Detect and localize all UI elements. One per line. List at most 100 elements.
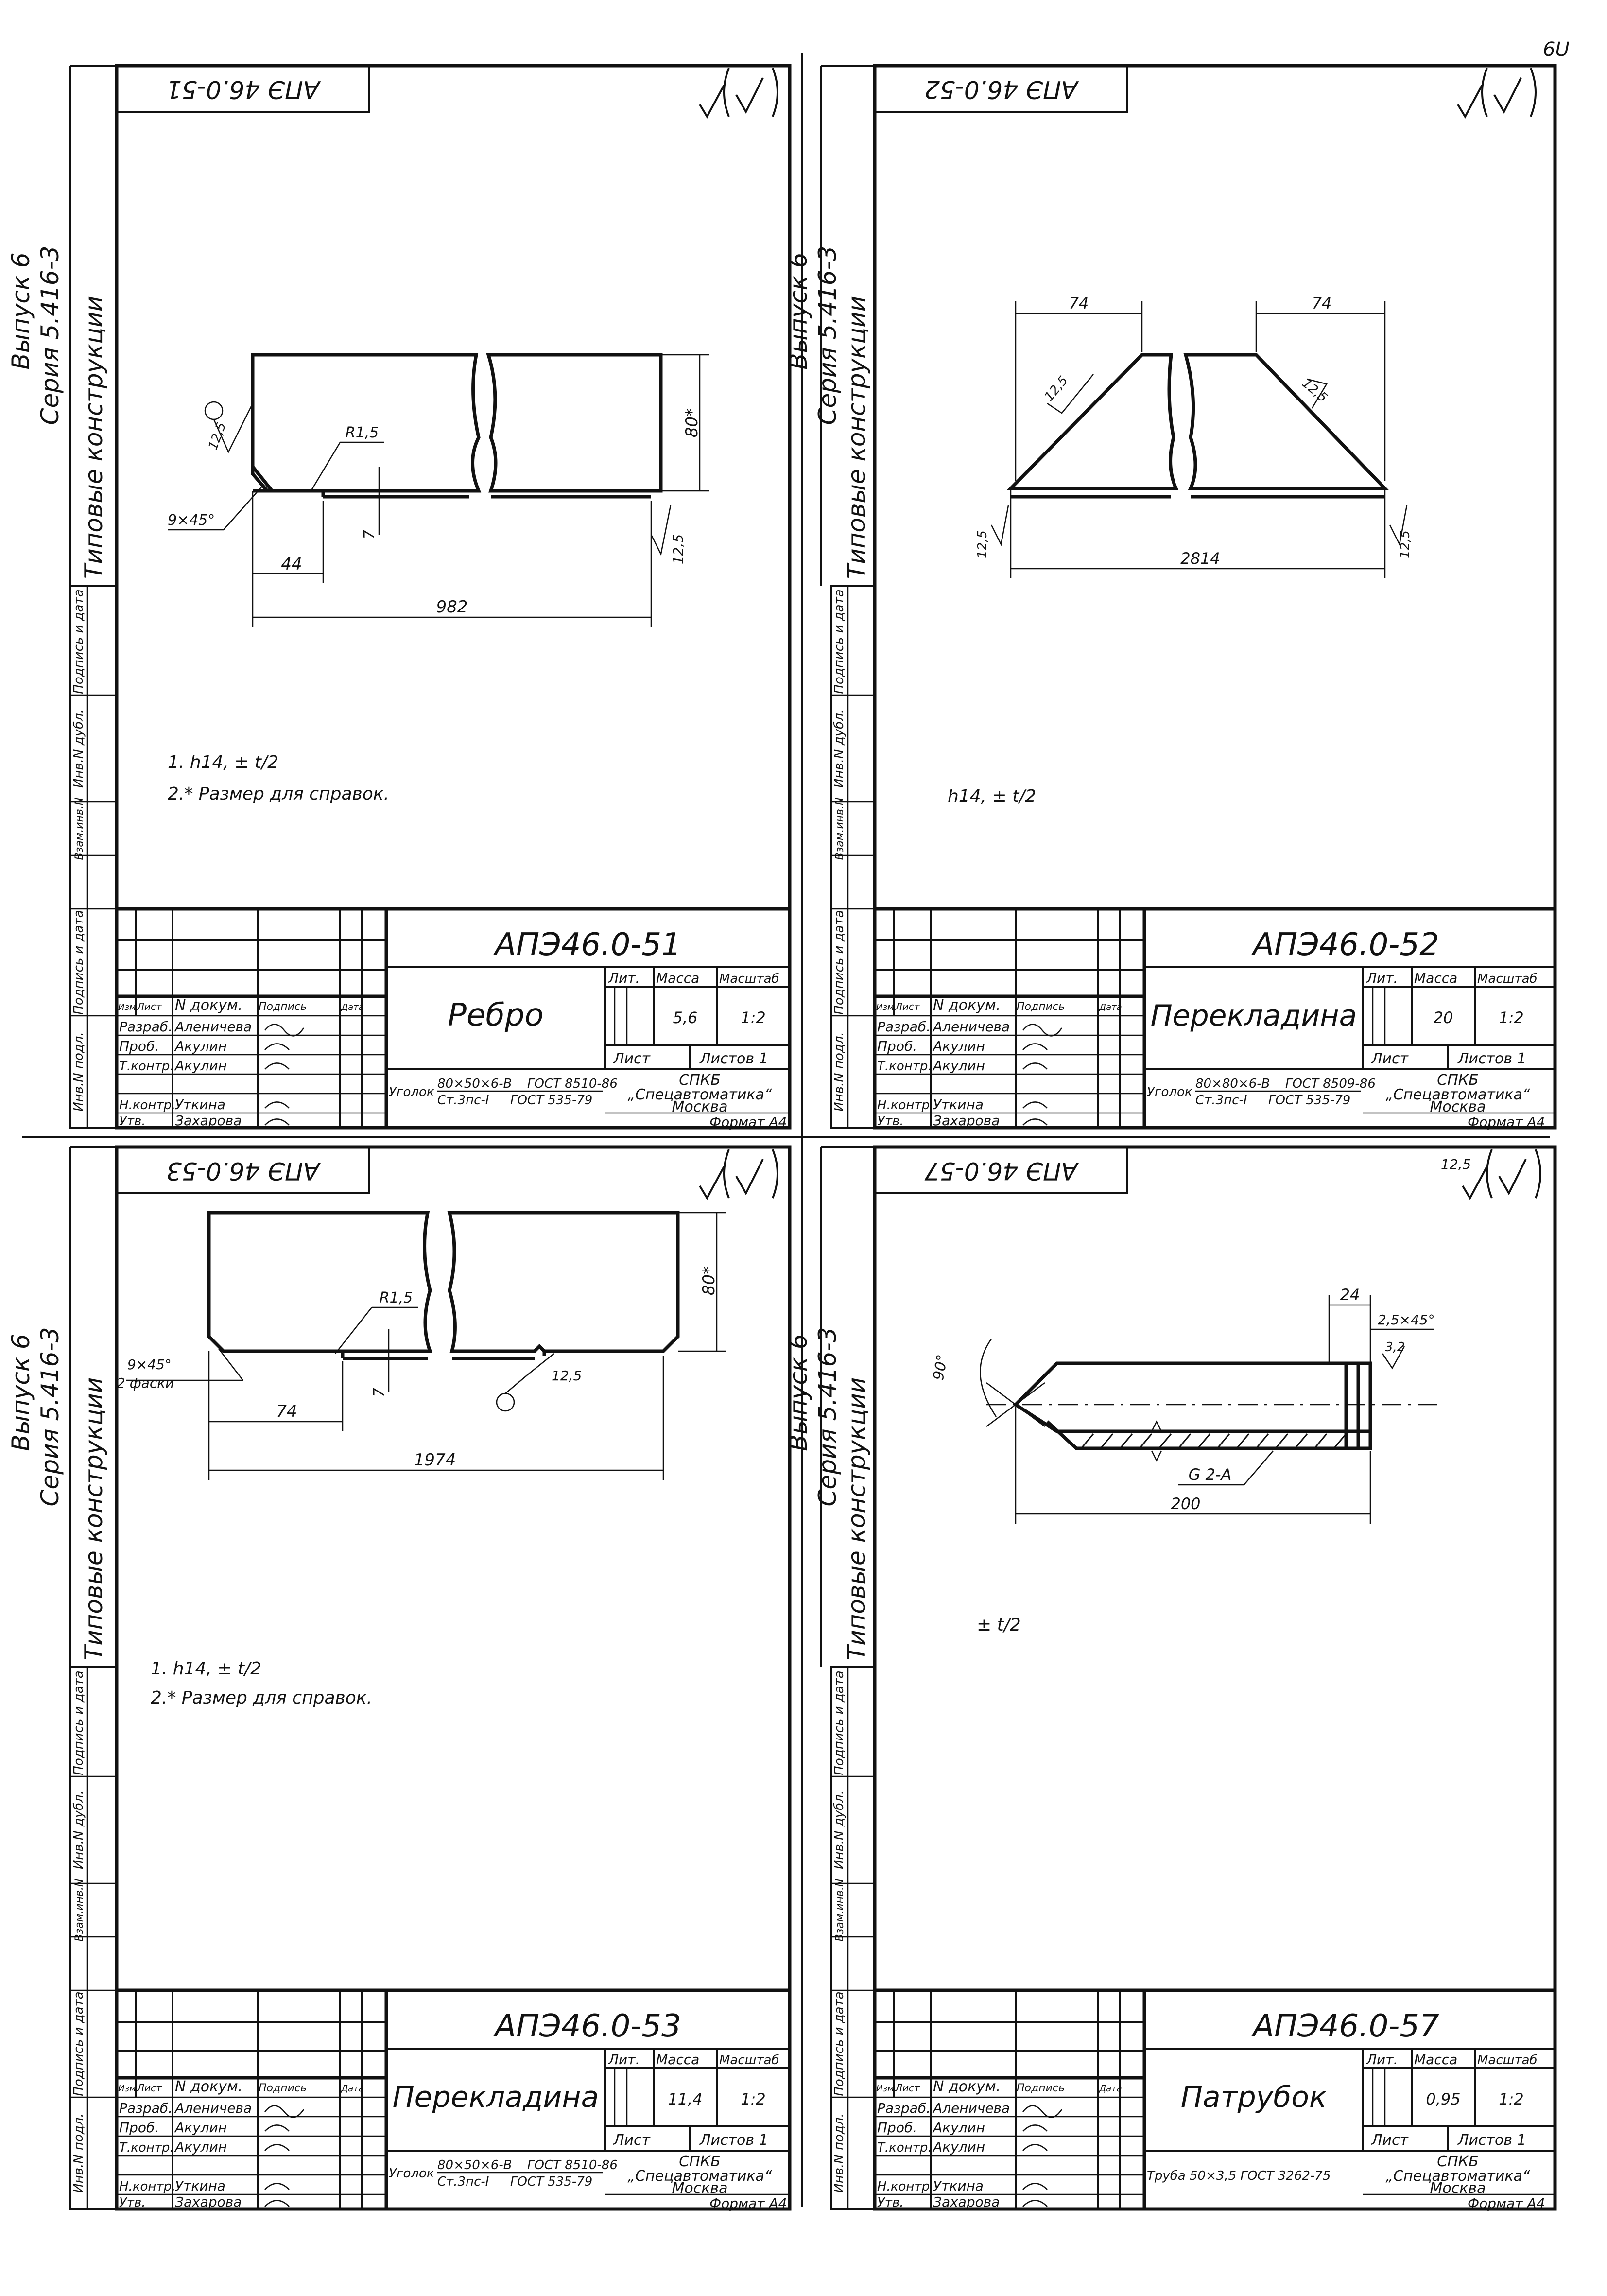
stamp-role: Утв.: [877, 2195, 904, 2210]
material: ГОСТ 535-79: [510, 1093, 592, 1108]
material: Труба 50×3,5 ГОСТ 3262-75: [1147, 2169, 1331, 2183]
dim-chamfer: 9×45°: [168, 512, 215, 529]
note-2: 2.* Размер для справок.: [151, 1688, 372, 1708]
sheet-title: Перекладина: [393, 2080, 599, 2114]
stamp-role: Н.контр.: [119, 2179, 175, 2194]
margin-kind: Типовые конструкции: [80, 296, 108, 579]
quadrant-3: АПЭ 46.0-53 Серия 5.416-3 Выпуск 6 Типов…: [7, 1145, 792, 2211]
margin-cell: Инв.N дубл.: [71, 1791, 86, 1869]
margin-cell: Взам.инв.N: [73, 1879, 86, 1942]
stamp-org: „Спецавтоматика“: [628, 1086, 772, 1103]
stamp-org: Москва: [1430, 1098, 1486, 1115]
rough: 12,5: [975, 530, 990, 558]
hatching: [1080, 1433, 1347, 1449]
stamp-header: Лист: [895, 2082, 920, 2094]
note-2: 2.* Размер для справок.: [168, 784, 389, 804]
stamp-mass-label: Масса: [656, 2052, 699, 2068]
stamp-org: „Спецавтоматика“: [1386, 2168, 1530, 2185]
stamp-header: Изм.: [876, 2084, 897, 2094]
sheet-title: Патрубок: [1181, 2080, 1327, 2114]
stamp-header: Лист: [137, 1001, 162, 1012]
dim-7: 7: [361, 530, 378, 539]
sheet-mass: 11,4: [668, 2090, 702, 2108]
weld-label: G 2-А: [1189, 1465, 1232, 1484]
stamp-person: Захарова: [933, 1113, 1000, 1129]
stamp-org: Москва: [672, 2180, 728, 2197]
stamp-header: Подпись: [1017, 1001, 1065, 1013]
part-drawing-52: 2814 74 74 12,5 12,5 12,5 12,5: [975, 294, 1413, 578]
material: Ст.3пс-I: [1195, 1093, 1247, 1108]
stamp-org: СПКБ: [1437, 2153, 1478, 2170]
margin-series: Серия 5.416-3: [813, 246, 842, 425]
stamp-role: Утв.: [119, 2195, 146, 2210]
code-mirrored: АПЭ 46.0-57: [924, 1157, 1079, 1185]
dim-chamfer-note: 2 фаски: [117, 1375, 174, 1391]
margin-cell: Инв.N дубл.: [71, 709, 86, 788]
corner-mark: 6U: [1543, 38, 1570, 61]
title-block: Изм. Лист N докум. Подпись Дата Разраб. …: [115, 907, 792, 1130]
stamp-person: Аленичева: [174, 2100, 252, 2116]
stamp-scale-label: Масштаб: [719, 2053, 779, 2068]
stamp-list-label: Лист: [1371, 1050, 1409, 1067]
stamp-person: Акулин: [932, 1038, 985, 1054]
sheet-mass: 0,95: [1426, 2090, 1460, 2108]
material: ГОСТ 8509-86: [1285, 1077, 1376, 1091]
stamp-format: Формат А4: [709, 2195, 787, 2211]
stamp-org: „Спецавтоматика“: [628, 2168, 772, 2185]
dim-length: 200: [1171, 1495, 1200, 1513]
margin-cell: Инв.N подл.: [71, 2113, 86, 2193]
stamp-lit-label: Лит.: [1366, 970, 1398, 986]
stamp-person: Аленичева: [932, 1019, 1010, 1035]
margin-issue: Выпуск 6: [784, 1334, 812, 1451]
title-block: Изм. Лист N докум. Подпись Дата Разраб. …: [115, 1988, 792, 2211]
margin-cell: Подпись и дата: [832, 589, 847, 694]
dim-right: 74: [1312, 294, 1332, 313]
stamp-header: Дата: [1099, 2084, 1122, 2094]
stamp-person: Захарова: [175, 2194, 242, 2210]
material: 80×50×6-В: [437, 2158, 512, 2173]
margin-cell: Подпись и дата: [71, 1670, 86, 1775]
dim-chamfer: 2,5×45°: [1378, 1312, 1435, 1328]
margin-cell: Инв.N дубл.: [832, 709, 847, 788]
rough: 3,2: [1385, 1340, 1405, 1355]
sheet-mass: 20: [1434, 1009, 1453, 1027]
stamp-role: Проб.: [877, 2120, 917, 2136]
stamp-person: Акулин: [174, 1038, 227, 1054]
margin-cell: Инв.N подл.: [832, 1032, 847, 1112]
stamp-header: Подпись: [259, 1001, 307, 1013]
stamp-role: Утв.: [877, 1114, 904, 1129]
rough: 12,5: [552, 1368, 582, 1384]
dim-length: 1974: [414, 1450, 456, 1470]
note-1: 1. h14, ± t/2: [151, 1659, 261, 1679]
margin-series: Серия 5.416-3: [36, 246, 64, 425]
stamp-format: Формат А4: [709, 1114, 787, 1130]
stamp-lit-label: Лит.: [1366, 2052, 1398, 2068]
stamp-mass-label: Масса: [656, 970, 699, 986]
note-1: 1. h14, ± t/2: [168, 752, 278, 772]
title-block: Изм. Лист N докум. Подпись Дата Разраб. …: [873, 1988, 1557, 2211]
material-prefix: Уголок: [389, 1085, 434, 1099]
stamp-header: N докум.: [175, 2078, 242, 2095]
stamp-header: Дата: [341, 2084, 364, 2094]
stamp-role: Т.контр.: [119, 2140, 174, 2155]
dim-length: 982: [436, 597, 468, 617]
dim-length: 2814: [1180, 549, 1220, 568]
margin-series: Серия 5.416-3: [813, 1327, 842, 1507]
quadrant-1: АПЭ 46.0-51 Серия 5.416-3 Выпуск 6 Типов…: [7, 64, 792, 1130]
dim-height: 80*: [682, 408, 702, 437]
note-1: h14, ± t/2: [948, 786, 1036, 806]
stamp-role: Т.контр.: [119, 1059, 174, 1074]
stamp-role: Разраб.: [119, 2100, 173, 2116]
material: 80×80×6-В: [1195, 1077, 1270, 1091]
part-drawing-57: 90° 24 2,5×45° 3,2 200 G 2-А: [930, 1286, 1443, 1524]
dim-24: 24: [1340, 1286, 1360, 1304]
stamp-role: Разраб.: [119, 1019, 173, 1035]
margin-cell: Инв.N дубл.: [832, 1791, 847, 1869]
stamp-person: Акулин: [932, 2120, 985, 2136]
stamp-person: Захарова: [933, 2194, 1000, 2210]
quadrant-4: АПЭ 46.0-57 12,5 Серия 5.416-3 Выпуск 6 …: [784, 1145, 1557, 2211]
dim-74: 74: [276, 1402, 297, 1421]
stamp-header: Изм.: [118, 2084, 138, 2094]
rough: 12,5: [1398, 530, 1413, 558]
